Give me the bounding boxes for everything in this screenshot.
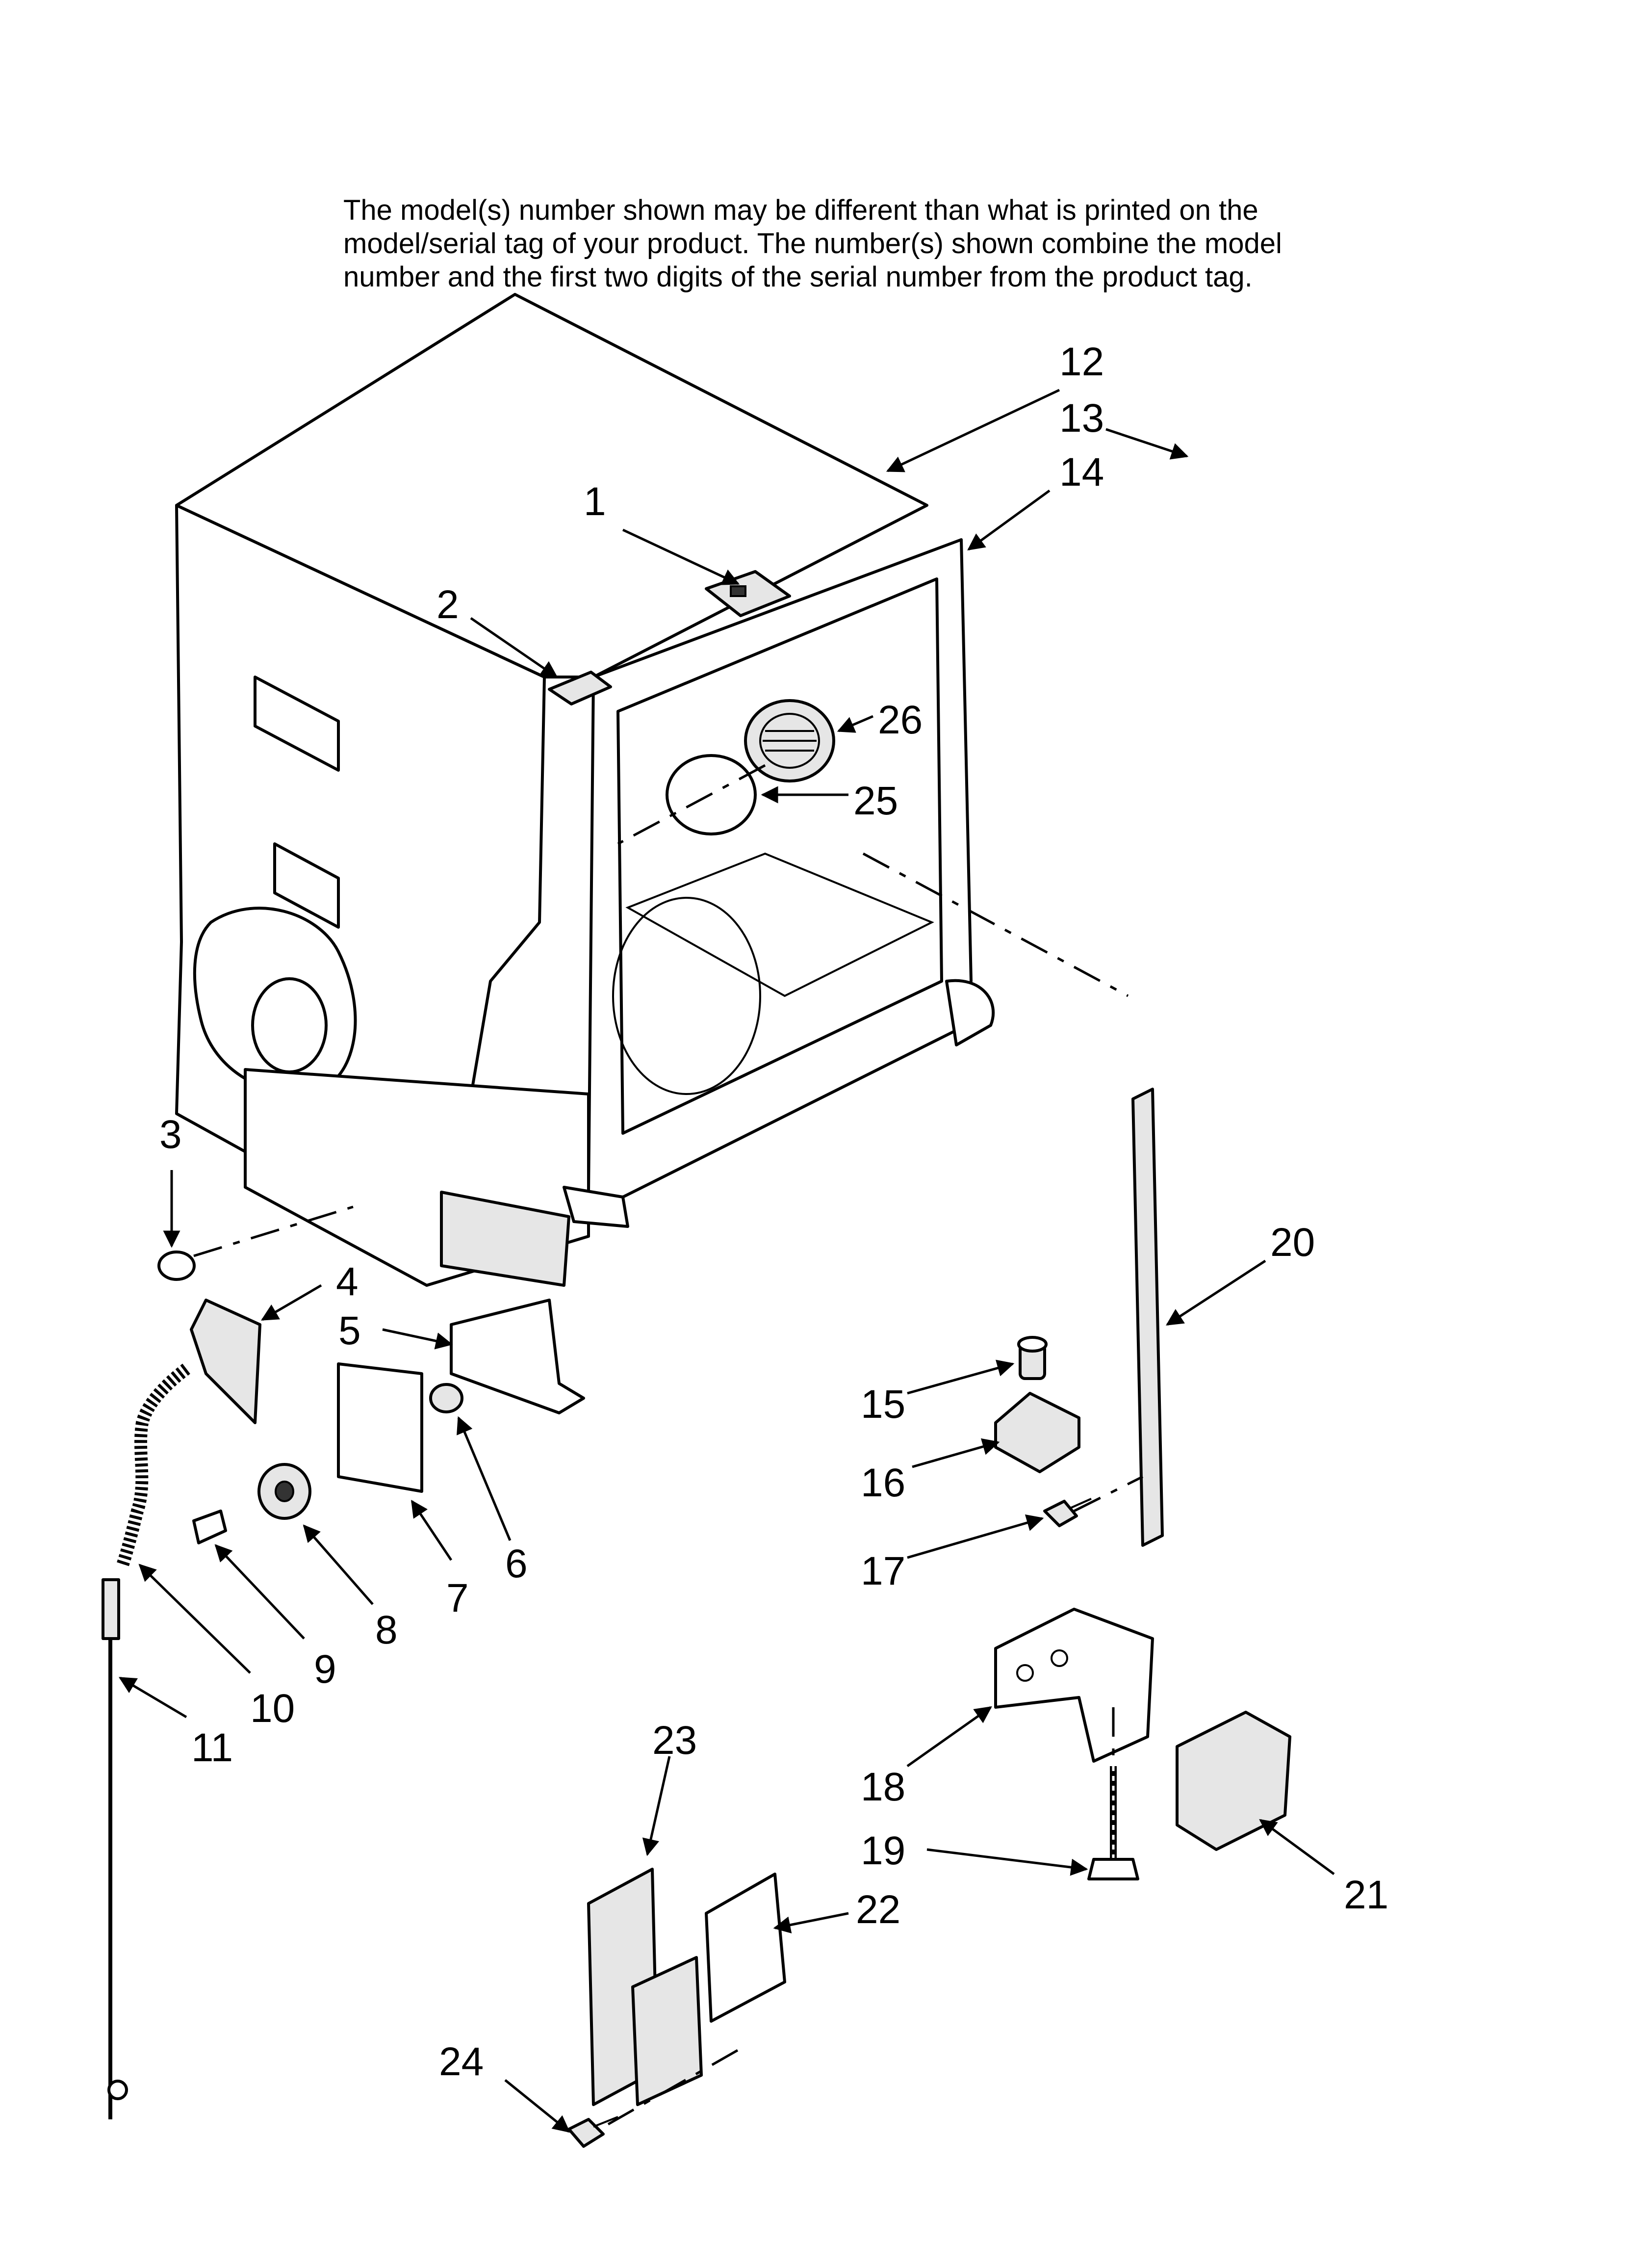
callout-11: 11 xyxy=(191,1725,233,1770)
part-18-leveling-bracket xyxy=(994,1608,1154,1763)
callout-14: 14 xyxy=(1059,450,1104,495)
part-17-screw xyxy=(1043,1498,1092,1527)
side-cutout-lower xyxy=(273,842,340,929)
part-10-door-spring xyxy=(116,1363,190,1567)
callout-17: 17 xyxy=(861,1549,905,1593)
model-number-notice: The model(s) number shown may be differe… xyxy=(343,194,1471,294)
callout-21: 21 xyxy=(1344,1873,1388,1917)
tub-left-foot xyxy=(563,1186,629,1228)
part-13-gasket-highlight xyxy=(1184,207,1642,912)
part-26-vent xyxy=(744,699,835,782)
callout-2: 2 xyxy=(436,582,459,627)
spray-arm-mount xyxy=(612,897,761,1095)
callout-6: 6 xyxy=(505,1541,528,1586)
part-19-leveling-leg xyxy=(1087,1766,1139,1880)
alignment-lines xyxy=(193,764,1144,2126)
callout-24: 24 xyxy=(439,2039,484,2084)
part-2-clip xyxy=(548,671,612,705)
part-20-strip xyxy=(1131,1088,1164,1547)
callout-labels: 1 2 3 4 5 6 7 8 9 10 11 12 13 14 15 16 1… xyxy=(159,339,1388,2084)
part-13-door-gasket xyxy=(1185,209,1642,912)
notice-line-2: model/serial tag of your product. The nu… xyxy=(343,228,1282,260)
side-cutout-upper xyxy=(254,676,340,772)
callout-25: 25 xyxy=(853,779,898,823)
callout-1: 1 xyxy=(584,479,606,524)
callout-26: 26 xyxy=(878,698,923,742)
part-16-bracket xyxy=(994,1392,1080,1473)
notice-line-1: The model(s) number shown may be differe… xyxy=(343,194,1258,226)
callout-4: 4 xyxy=(336,1259,359,1304)
part-24-screw xyxy=(567,2116,618,2148)
part-5-bracket xyxy=(450,1299,585,1414)
callout-18: 18 xyxy=(861,1765,905,1809)
callout-19: 19 xyxy=(861,1828,905,1873)
callout-23: 23 xyxy=(652,1718,697,1763)
part-22-bracket xyxy=(705,1873,786,2023)
part-9-pin xyxy=(192,1510,227,1544)
callout-22: 22 xyxy=(856,1887,900,1932)
callout-9: 9 xyxy=(314,1647,336,1692)
notice-line-3: number and the first two digits of the s… xyxy=(343,261,1253,293)
part-23-trim-block xyxy=(631,1956,703,2106)
part-15-bumper xyxy=(1017,1336,1048,1380)
tub-floor xyxy=(625,852,934,997)
part-21-leg-cover xyxy=(1176,1711,1291,1851)
tub-front-opening xyxy=(616,577,943,1135)
leader-lines xyxy=(118,389,1335,2133)
callout-8: 8 xyxy=(375,1608,398,1652)
part-7-plate xyxy=(337,1362,423,1493)
callout-13: 13 xyxy=(1059,396,1104,441)
part-4-plate xyxy=(190,1299,261,1424)
callout-12: 12 xyxy=(1059,339,1104,384)
callout-7: 7 xyxy=(446,1576,469,1620)
part-6-nut xyxy=(429,1383,463,1413)
pump-hole xyxy=(251,977,328,1073)
tub-right-foot xyxy=(945,979,995,1046)
base-bracket xyxy=(440,1191,570,1287)
callout-16: 16 xyxy=(861,1460,905,1505)
callout-3: 3 xyxy=(159,1112,182,1157)
callout-5: 5 xyxy=(338,1308,361,1353)
part-3-plug xyxy=(157,1251,196,1281)
callout-15: 15 xyxy=(861,1382,905,1427)
callout-20: 20 xyxy=(1270,1220,1315,1265)
callout-10: 10 xyxy=(250,1686,295,1731)
